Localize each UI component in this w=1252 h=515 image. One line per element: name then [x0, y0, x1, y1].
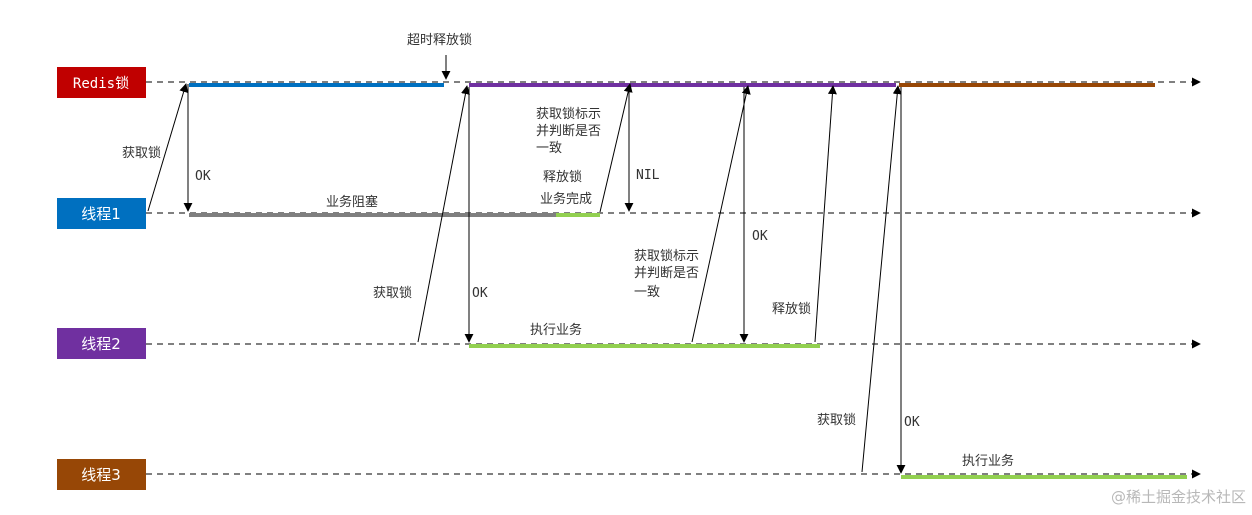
thread1-check-label-line3: 一致	[536, 141, 562, 156]
thread2-lane-label: 线程2	[81, 335, 121, 353]
annotations: 超时释放锁 获取锁 OK 业务阻塞 获取锁标示 并判断是否 一致 释放锁 业务完…	[122, 32, 1014, 469]
thread1-acquire-label: 获取锁	[122, 145, 161, 161]
thread2-acquire-label: 获取锁	[373, 285, 412, 301]
watermark: @稀土掘金技术社区	[1111, 488, 1246, 506]
thread3-execute-label: 执行业务	[962, 453, 1014, 469]
thread2-ok-label: OK	[472, 286, 488, 301]
redis-lane-box	[57, 67, 146, 98]
thread3-lane-label: 线程3	[81, 466, 121, 484]
thread2-check-ok-label: OK	[752, 229, 768, 244]
thread3-lane-box	[57, 459, 146, 490]
lane-labels: Redis锁 线程1 线程2 线程3	[57, 67, 146, 490]
thread1-release-label: 释放锁	[543, 169, 582, 185]
thread2-execute-label: 执行业务	[530, 322, 582, 338]
thread3-ok-label: OK	[904, 415, 920, 430]
thread2-lane-box	[57, 328, 146, 359]
thread2-check-arrow	[691, 85, 751, 343]
state-segments	[189, 83, 1187, 479]
thread1-done-label: 业务完成	[540, 191, 592, 207]
thread1-ok-label: OK	[195, 169, 211, 184]
thread1-check-label-line1: 获取锁标示	[536, 106, 601, 122]
thread1-release-arrow	[599, 83, 633, 213]
thread3-acquire-label: 获取锁	[817, 412, 856, 428]
thread2-release-label: 释放锁	[772, 301, 811, 317]
thread1-lane-box	[57, 198, 146, 229]
thread1-nil-label: NIL	[636, 168, 660, 183]
thread2-check-label-line3: 一致	[634, 285, 660, 300]
thread1-lane-label: 线程1	[81, 205, 121, 223]
timeout-release-label: 超时释放锁	[407, 32, 472, 48]
thread1-check-label-line2: 并判断是否	[536, 124, 601, 139]
thread2-check-label-line1: 获取锁标示	[634, 248, 699, 264]
thread1-blocked-label: 业务阻塞	[326, 194, 378, 210]
thread3-acquire-arrow	[861, 85, 902, 473]
redis-lane-label: Redis锁	[73, 76, 129, 92]
thread1-acquire-arrow	[147, 83, 188, 212]
arrows	[147, 55, 906, 474]
thread2-acquire-arrow	[417, 85, 470, 343]
thread2-check-label-line2: 并判断是否	[634, 266, 699, 281]
thread2-release-arrow	[814, 85, 837, 343]
